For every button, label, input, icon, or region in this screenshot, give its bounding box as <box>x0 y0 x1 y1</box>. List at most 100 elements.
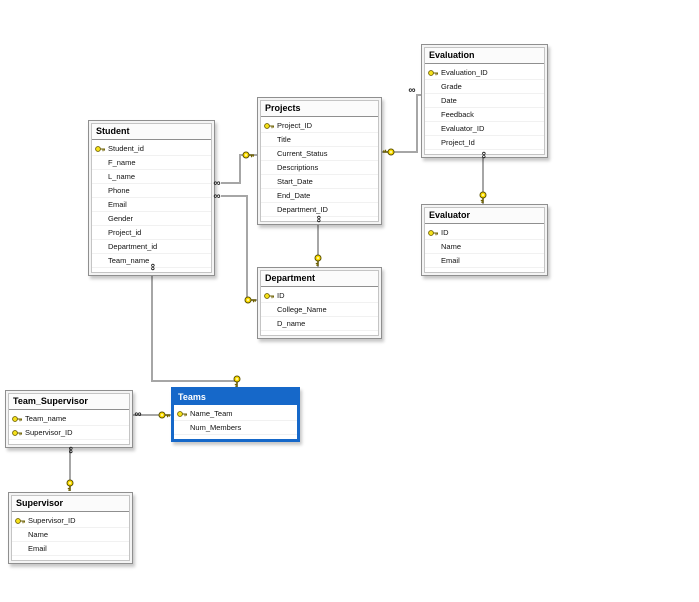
field-name: ID <box>441 228 449 237</box>
relationship-line[interactable] <box>482 150 484 204</box>
relationship-many-end-icon: ∞ <box>408 85 416 96</box>
field-name: Department_ID <box>277 205 328 214</box>
field-name: Evaluator_ID <box>441 124 485 133</box>
relationship-line[interactable] <box>382 151 418 153</box>
field-name: Evaluation_ID <box>441 68 488 77</box>
relationship-line[interactable] <box>239 154 257 156</box>
field-row[interactable]: ID <box>261 289 378 303</box>
entity-title[interactable]: Evaluation <box>425 48 544 64</box>
relationship-line[interactable] <box>416 94 422 96</box>
primary-key-icon <box>92 145 108 153</box>
relationship-line[interactable] <box>416 94 418 152</box>
field-row[interactable]: Department_ID <box>261 203 378 217</box>
field-row[interactable]: Descriptions <box>261 161 378 175</box>
field-row[interactable]: Evaluator_ID <box>425 122 544 136</box>
field-name: Project_id <box>108 228 142 237</box>
field-row[interactable]: Evaluation_ID <box>425 66 544 80</box>
field-row[interactable]: Name <box>425 240 544 254</box>
field-row[interactable]: Name_Team <box>174 407 297 421</box>
entity-title[interactable]: Projects <box>261 101 378 117</box>
field-name: College_Name <box>277 305 327 314</box>
field-name: L_name <box>108 172 136 181</box>
relationship-line[interactable] <box>246 195 248 300</box>
entity-title[interactable]: Teams <box>174 390 297 405</box>
primary-key-icon <box>174 410 190 418</box>
field-row[interactable]: Title <box>261 133 378 147</box>
field-row[interactable]: Feedback <box>425 108 544 122</box>
field-row[interactable]: Email <box>12 542 129 556</box>
field-name: F_name <box>108 158 136 167</box>
relationship-line[interactable] <box>221 195 248 197</box>
field-row[interactable]: F_name <box>92 156 211 170</box>
primary-key-icon <box>261 292 277 300</box>
entity-title[interactable]: Team_Supervisor <box>9 394 129 410</box>
relationship-line[interactable] <box>151 261 153 381</box>
relationship-line[interactable] <box>246 299 257 301</box>
relationship-line[interactable] <box>133 414 171 416</box>
field-name: Supervisor_ID <box>25 428 73 437</box>
relationship-line[interactable] <box>317 213 319 267</box>
field-name: Name_Team <box>190 409 233 418</box>
field-name: ID <box>277 291 285 300</box>
field-row[interactable]: Grade <box>425 80 544 94</box>
field-row[interactable]: Start_Date <box>261 175 378 189</box>
relationship-line[interactable] <box>221 182 241 184</box>
field-row[interactable]: D_name <box>261 317 378 331</box>
field-name: Supervisor_ID <box>28 516 76 525</box>
relationship-line[interactable] <box>69 444 71 491</box>
field-row[interactable]: Gender <box>92 212 211 226</box>
field-row[interactable]: Project_Id <box>425 136 544 150</box>
field-row[interactable]: ID <box>425 226 544 240</box>
relationship-line[interactable] <box>239 154 241 184</box>
field-row[interactable]: Supervisor_ID <box>12 514 129 528</box>
field-row[interactable]: Project_id <box>92 226 211 240</box>
field-row[interactable]: L_name <box>92 170 211 184</box>
field-name: End_Date <box>277 191 311 200</box>
field-name: Name <box>28 530 49 539</box>
field-row[interactable]: Supervisor_ID <box>9 426 129 440</box>
field-row[interactable]: Num_Members <box>174 421 297 435</box>
entity-title[interactable]: Evaluator <box>425 208 544 224</box>
field-row[interactable]: End_Date <box>261 189 378 203</box>
field-name: Email <box>108 200 127 209</box>
entity-title[interactable]: Student <box>92 124 211 140</box>
field-name: Start_Date <box>277 177 313 186</box>
field-name: Date <box>441 96 457 105</box>
field-name: Title <box>277 135 291 144</box>
field-name: Num_Members <box>190 423 242 432</box>
field-row[interactable]: Date <box>425 94 544 108</box>
field-name: Descriptions <box>277 163 319 172</box>
field-name: Current_Status <box>277 149 328 158</box>
field-row[interactable]: Email <box>92 198 211 212</box>
primary-key-icon <box>9 429 25 437</box>
relationship-line[interactable] <box>151 380 238 382</box>
field-row[interactable]: Student_id <box>92 142 211 156</box>
field-row[interactable]: Name <box>12 528 129 542</box>
field-row[interactable]: Current_Status <box>261 147 378 161</box>
field-row[interactable]: Team_name <box>9 412 129 426</box>
entity-title[interactable]: Supervisor <box>12 496 129 512</box>
field-row[interactable]: Project_ID <box>261 119 378 133</box>
field-row[interactable]: Department_id <box>92 240 211 254</box>
field-row[interactable]: College_Name <box>261 303 378 317</box>
field-row[interactable]: Email <box>425 254 544 268</box>
field-row[interactable]: Phone <box>92 184 211 198</box>
field-row[interactable]: Team_name <box>92 254 211 268</box>
entity-title[interactable]: Department <box>261 271 378 287</box>
field-name: Phone <box>108 186 130 195</box>
